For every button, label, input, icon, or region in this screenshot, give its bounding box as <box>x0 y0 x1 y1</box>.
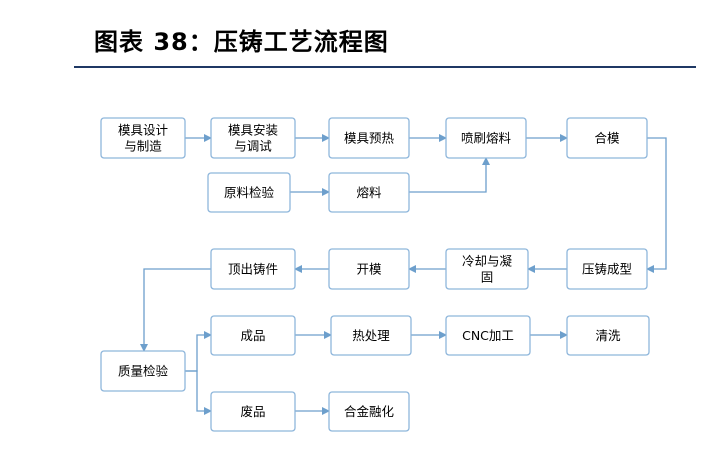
arrow-quality-inspect-to-scrap <box>185 370 212 415</box>
node-label: 压铸成型 <box>582 262 632 277</box>
node-cnc: CNC加工 <box>445 315 531 356</box>
node-box <box>100 350 186 392</box>
node-label: 合金融化 <box>344 404 395 419</box>
node-label: CNC加工 <box>462 328 514 343</box>
node-box <box>445 117 527 159</box>
node-label: 清洗 <box>595 328 621 343</box>
node-label: 冷却与凝 <box>462 254 513 269</box>
node-label: 成品 <box>240 328 265 343</box>
node-material-inspect: 原料检验 <box>207 172 291 213</box>
node-box <box>328 391 410 432</box>
node-box <box>445 315 531 356</box>
node-box <box>328 172 410 213</box>
node-label: 质量检验 <box>118 364 169 379</box>
node-finished: 成品 <box>210 315 296 356</box>
node-box <box>328 117 410 159</box>
node-label: 顶出铸件 <box>228 262 278 277</box>
node-label: 废品 <box>240 404 265 419</box>
node-label: 熔料 <box>356 185 382 200</box>
node-label: 开模 <box>356 262 382 277</box>
node-die-cast: 压铸成型 <box>566 248 648 290</box>
node-mold-preheat: 模具预热 <box>328 117 410 159</box>
node-box <box>566 117 648 159</box>
title-divider <box>74 66 696 68</box>
node-box <box>566 248 648 290</box>
arrow-melt-to-spray-release <box>409 157 490 193</box>
node-label: 固 <box>481 270 494 285</box>
node-label: 与调试 <box>234 139 272 154</box>
node-label: 模具安装 <box>228 123 278 138</box>
arrow-eject-part-to-quality-inspect <box>140 268 211 352</box>
node-label: 合模 <box>594 131 620 146</box>
node-open-mold: 开模 <box>328 248 410 290</box>
node-box <box>210 315 296 356</box>
node-label: 热处理 <box>352 328 390 343</box>
arrow-quality-inspect-to-finished <box>185 331 212 372</box>
node-box <box>328 248 410 290</box>
node-box <box>210 391 296 432</box>
node-box <box>330 315 412 356</box>
node-box <box>100 117 186 159</box>
node-label: 与制造 <box>124 139 162 154</box>
node-label: 喷刷熔料 <box>461 131 512 146</box>
node-label: 原料检验 <box>224 185 275 200</box>
node-remelt: 合金融化 <box>328 391 410 432</box>
arrow-close-mold-to-die-cast <box>646 137 667 273</box>
node-heat-treat: 热处理 <box>330 315 412 356</box>
node-clean: 清洗 <box>566 315 650 356</box>
node-box <box>566 315 650 356</box>
node-spray-release: 喷刷熔料 <box>445 117 527 159</box>
node-quality-inspect: 质量检验 <box>100 350 186 392</box>
node-melt: 熔料 <box>328 172 410 213</box>
node-close-mold: 合模 <box>566 117 648 159</box>
node-eject-part: 顶出铸件 <box>210 248 296 290</box>
node-scrap: 废品 <box>210 391 296 432</box>
node-label: 模具预热 <box>344 131 395 146</box>
page-title: 图表 38：压铸工艺流程图 <box>94 28 389 56</box>
node-box <box>210 117 296 159</box>
node-label: 模具设计 <box>118 123 168 138</box>
node-box <box>445 248 529 290</box>
node-box <box>207 172 291 213</box>
node-box <box>210 248 296 290</box>
